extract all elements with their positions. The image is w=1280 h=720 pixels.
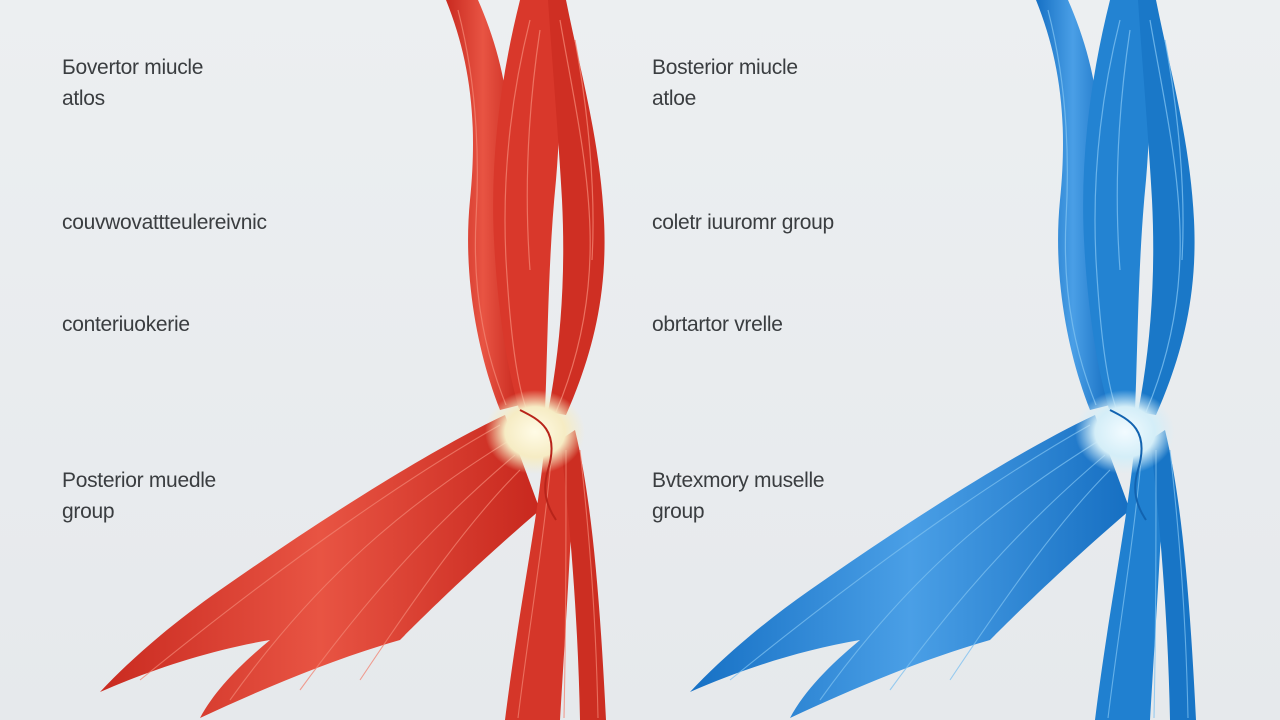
- red-label-1-line-1: Боvertor miucle: [62, 56, 204, 79]
- blue-label-2-line-1: coletr iuuromr group: [652, 211, 834, 234]
- red-muscle-group: [100, 0, 606, 720]
- blue-label-2: coletr iuuromr group: [652, 207, 834, 238]
- red-label-2: couvwovattteulereivnic: [62, 207, 267, 238]
- blue-label-1-line-1: Bosterior miucle: [652, 56, 798, 79]
- red-upper-muscle-right: [548, 0, 605, 415]
- blue-muscle-group: [690, 0, 1196, 720]
- blue-label-4-line-2: group: [652, 500, 705, 523]
- red-lower-muscle-outer: [560, 430, 606, 720]
- blue-label-4: Bvtexmory muselle group: [652, 465, 825, 527]
- red-label-4: Posterior muedle group: [62, 465, 216, 527]
- blue-label-3-line-1: obrtartor vrelle: [652, 313, 783, 336]
- red-label-1: Боvertor miucle atlos: [62, 52, 203, 114]
- red-lower-muscle-descending: [505, 440, 575, 720]
- red-lower-muscle-fan: [100, 415, 540, 718]
- blue-lower-muscle-descending: [1095, 440, 1165, 720]
- blue-label-4-line-1: Bvtexmory muselle: [652, 469, 825, 492]
- red-label-3-line-1: conteriuokerie: [62, 313, 190, 336]
- red-label-3: conteriuokerie: [62, 309, 190, 340]
- blue-label-3: obrtartor vrelle: [652, 309, 783, 340]
- blue-label-1: Bosterior miucle atloe: [652, 52, 798, 114]
- blue-lower-muscle-fan: [690, 415, 1130, 718]
- red-label-4-line-1: Posterior muedle: [62, 469, 216, 492]
- red-joint: [485, 390, 585, 474]
- red-label-1-line-2: atlos: [62, 87, 105, 110]
- blue-lower-muscle-outer: [1150, 430, 1196, 720]
- blue-label-1-line-2: atloe: [652, 87, 697, 110]
- red-label-4-line-2: group: [62, 500, 115, 523]
- red-label-2-line-1: couvwovattteulereivnic: [62, 211, 267, 234]
- blue-upper-muscle-right: [1138, 0, 1195, 415]
- blue-joint: [1075, 390, 1175, 474]
